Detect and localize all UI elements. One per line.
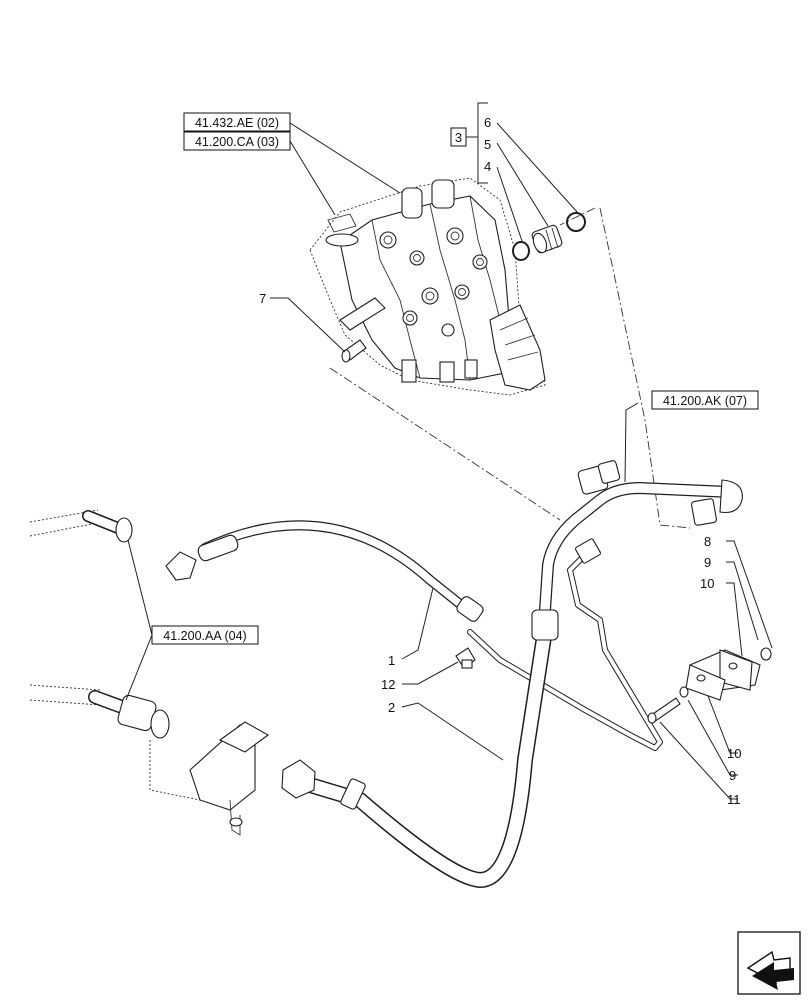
group-bracket-3: 3 6 5 4 [450, 102, 491, 184]
ref-label: 41.200.CA (03) [195, 135, 279, 149]
steel-pipe-assembly [467, 460, 743, 751]
hose-2 [281, 609, 559, 888]
o-ring-4 [512, 241, 530, 261]
ref-box-41200AA[interactable]: 41.200.AA (04) [151, 625, 259, 645]
ref-box-41200CA[interactable]: 41.200.CA (03) [183, 131, 291, 151]
ref-box-41200AK[interactable]: 41.200.AK (07) [651, 390, 759, 410]
centerline-left [329, 367, 561, 521]
callout-10-bottom: 10 [727, 746, 741, 761]
callout-6: 6 [484, 115, 491, 130]
callout-1: 1 [388, 653, 395, 668]
fitting-12 [455, 647, 476, 669]
adapter-5 [531, 224, 563, 254]
group-label: 3 [455, 130, 462, 145]
callout-9-bottom: 9 [729, 768, 736, 783]
callout-5: 5 [484, 137, 491, 152]
callout-12: 12 [381, 677, 395, 692]
ref-label: 41.200.AA (04) [163, 629, 246, 643]
callout-9-top: 9 [704, 555, 711, 570]
callout-10-top: 10 [700, 576, 714, 591]
ref-box-41432AE[interactable]: 41.432.AE (02) [183, 112, 291, 132]
callout-11: 11 [727, 792, 741, 807]
centerline-top [559, 207, 596, 226]
callout-8: 8 [704, 534, 711, 549]
hose-1 [165, 520, 484, 622]
callouts: 7 1 12 2 8 9 10 10 9 11 [259, 291, 741, 807]
control-valve-block [309, 177, 546, 396]
fitting-7 [341, 339, 367, 363]
callout-4: 4 [484, 159, 491, 174]
centerline-right [599, 207, 691, 529]
callout-7: 7 [259, 291, 266, 306]
ref-label: 41.200.AK (07) [663, 394, 747, 408]
leader-lines [125, 122, 773, 800]
o-ring-6 [566, 212, 586, 232]
ref-label: 41.432.AE (02) [195, 116, 279, 130]
next-page-arrow-icon[interactable] [737, 931, 801, 995]
clamp-hardware [647, 647, 772, 724]
callout-2: 2 [388, 700, 395, 715]
left-pipe-assembly [29, 509, 270, 836]
